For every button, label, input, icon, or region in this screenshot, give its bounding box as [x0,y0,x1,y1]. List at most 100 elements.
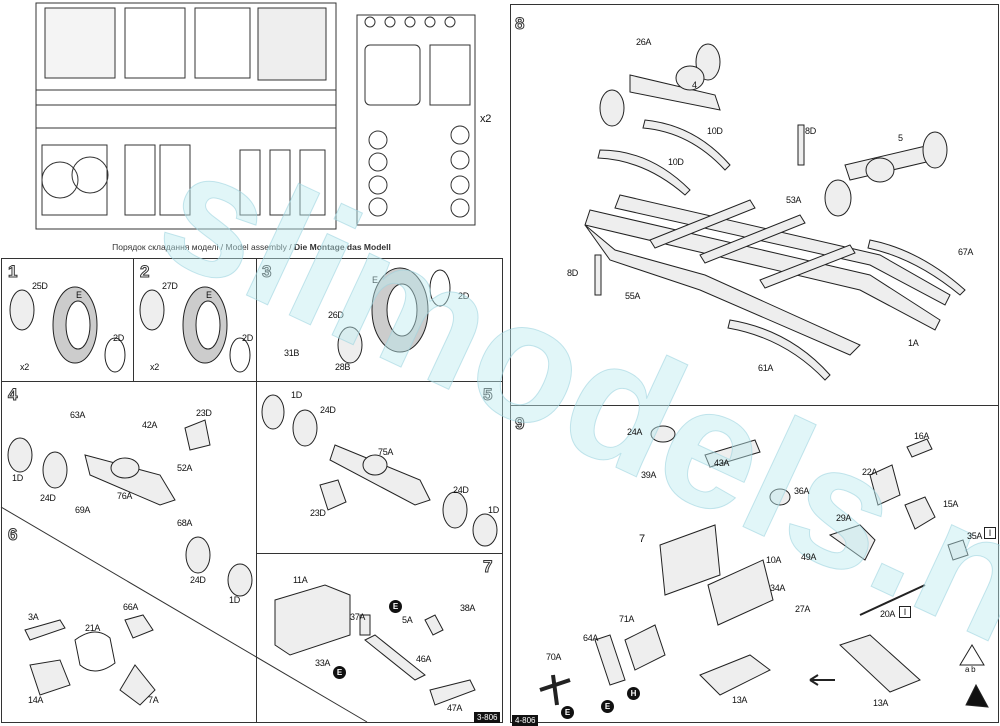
step-number-6: 6 [7,525,18,545]
part-label: 13A [873,698,889,708]
step-number-3: 3 [261,262,272,282]
part-label: 39A [641,470,657,480]
part-label: 42A [142,420,158,430]
part-label: 24D [190,575,206,585]
part-label: 66A [123,602,139,612]
part-label: 4 [692,80,697,90]
part-label: 21A [85,623,101,633]
page-number-left: 3-806 [474,712,501,723]
sprue-badge-e: E [333,666,346,679]
part-label: E [206,290,212,300]
step-number-8: 8 [514,14,525,34]
part-label: 33A [315,658,331,668]
part-label: 55A [625,291,641,301]
part-label: 8D [567,268,578,278]
part-label: 8D [805,126,816,136]
part-label: 43A [714,458,730,468]
part-label: 10D [707,126,723,136]
part-label: 29A [836,513,852,523]
part-label: 76A [117,491,133,501]
part-label: 46A [416,654,432,664]
part-label: 47A [447,703,463,713]
part-label: 22A [862,467,878,477]
part-label: 14A [28,695,44,705]
quantity-mark: x2 [20,362,29,372]
part-label: E [372,275,378,285]
part-label: 49A [801,552,817,562]
part-label: 24D [453,485,469,495]
part-label: 1D [488,505,499,515]
note-box: I [984,527,996,539]
step-9-panel [510,405,999,723]
paint-symbol: a b [965,665,976,674]
part-label: 27D [162,281,178,291]
step-number-5: 5 [482,385,493,405]
part-label: 5A [402,615,413,625]
part-label: 38A [460,603,476,613]
left-parts-drawing [0,267,498,723]
part-label: 10D [668,157,684,167]
part-label: 7A [148,695,159,705]
part-label: 13A [732,695,748,705]
part-label: 27A [795,604,811,614]
part-label: 26D [328,310,344,320]
part-label: 23D [310,508,326,518]
divider [256,258,257,723]
part-label: 15A [943,499,959,509]
sprue-diagram: x2 [0,0,503,240]
part-label: 16A [914,431,930,441]
header-title-uk: Порядок складання моделі [112,242,219,252]
sprue-drawing [35,2,476,230]
part-label: 28B [335,362,351,372]
part-label: 24D [40,493,56,503]
part-label: 69A [75,505,91,515]
part-label: 1D [291,390,302,400]
step-number-4: 4 [7,385,18,405]
sprue-badge-e: E [389,600,402,613]
part-label: 11A [293,575,308,585]
part-label: 2D [242,333,253,343]
part-label: 3A [28,612,39,622]
part-label: 26A [636,37,652,47]
part-label: 64A [583,633,599,643]
part-label: 52A [177,463,193,473]
step-number-7: 7 [482,557,493,577]
part-label: 25D [32,281,48,291]
step-number-1: 1 [7,262,18,282]
header-separator: / [218,242,226,252]
header-separator: / [286,242,295,252]
divider [256,553,503,554]
part-label: E [76,290,82,300]
part-label: 20A [880,609,896,619]
part-label: 31B [284,348,300,358]
divider [1,381,503,382]
note-box: I [899,606,911,618]
part-label: 63A [70,410,86,420]
sprue-badge-h: H [627,687,640,700]
page-number-right: 4-806 [512,715,539,726]
assembly-header: Порядок складання моделі / Model assembl… [0,242,503,252]
part-label: 61A [758,363,774,373]
part-label: 70A [546,652,562,662]
part-label: 10A [766,555,782,565]
part-label: 2D [113,333,124,343]
part-label: 71A [619,614,635,624]
part-label: 36A [794,486,810,496]
header-title-de: Die Montage das Modell [294,242,391,252]
sprue-badge-e: E [561,706,574,719]
part-label: 35A [967,531,983,541]
part-label: 24D [320,405,336,415]
part-label: 37A [350,612,366,622]
part-label: 23D [196,408,212,418]
part-label: 1D [229,595,240,605]
watermark: slimodels.net [134,111,1000,725]
quantity-mark: x2 [150,362,159,372]
part-label: 5 [898,133,903,143]
part-label: 34A [770,583,786,593]
part-label: 1D [12,473,23,483]
sprue-badge-e: E [601,700,614,713]
part-label: 1A [908,338,919,348]
part-label: 53A [786,195,802,205]
part-label: 24A [627,427,643,437]
